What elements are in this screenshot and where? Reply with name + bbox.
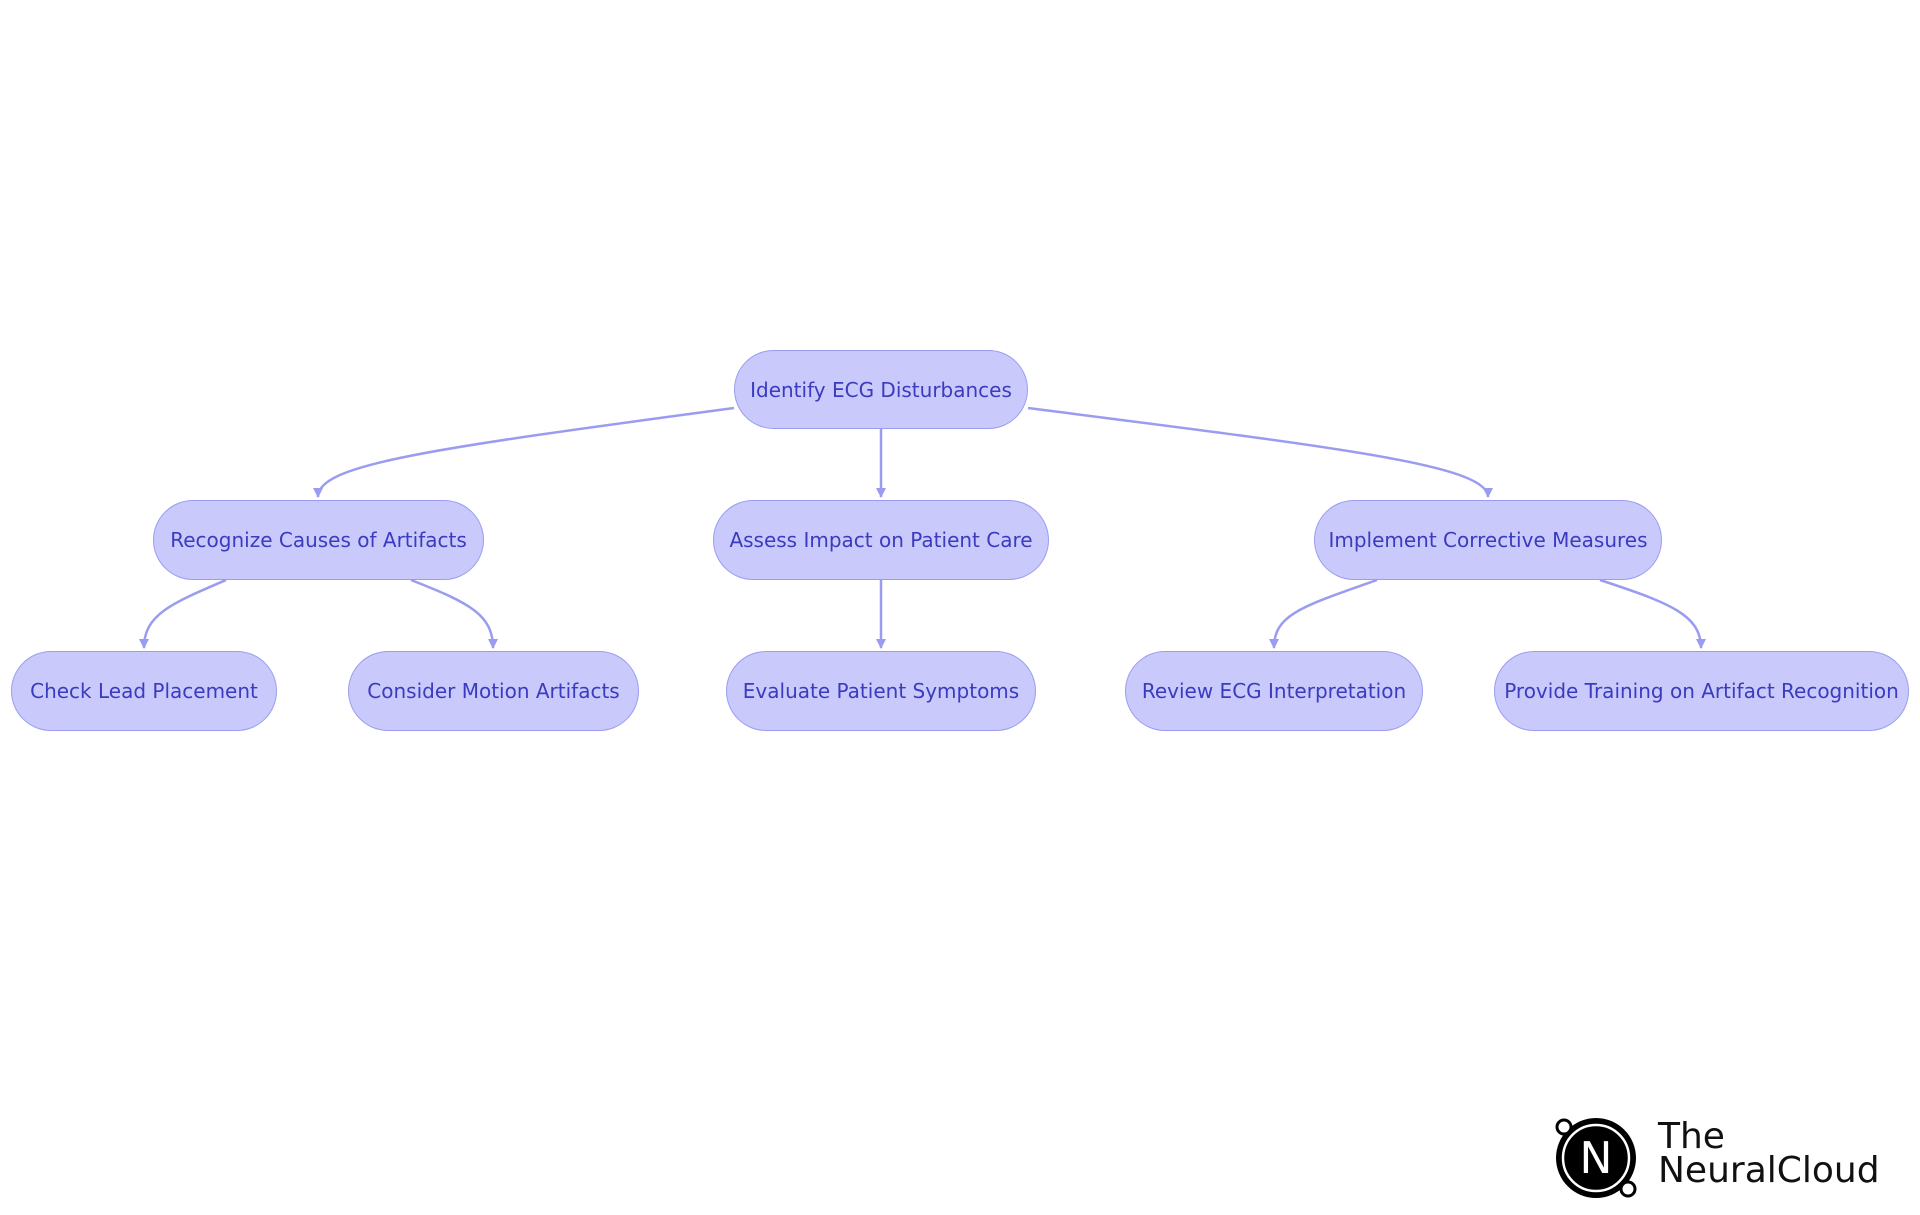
node-recognize-causes-of-artifacts: Recognize Causes of Artifacts — [153, 500, 484, 580]
logo-icon-letter: N — [1580, 1133, 1613, 1184]
node-assess-impact-on-patient-care: Assess Impact on Patient Care — [713, 500, 1049, 580]
edge-implement-measures-to-training — [1599, 578, 1706, 649]
edge-root-to-implement-measures — [1027, 406, 1493, 498]
neuralcloud-logo: N The NeuralCloud — [1550, 1113, 1890, 1203]
node-implement-corrective-measures: Implement Corrective Measures — [1314, 500, 1662, 580]
node-review-ecg-interpretation: Review ECG Interpretation — [1125, 651, 1423, 731]
logo-text-neuralcloud: NeuralCloud — [1658, 1150, 1880, 1191]
node-evaluate-patient-symptoms: Evaluate Patient Symptoms — [726, 651, 1036, 731]
neuralcloud-logo-icon: N — [1555, 1118, 1637, 1198]
edge-root-to-recognize-causes — [313, 406, 735, 498]
node-consider-motion-artifacts: Consider Motion Artifacts — [348, 651, 639, 731]
logo-text-the: The — [1658, 1116, 1725, 1157]
edge-implement-measures-to-review-ecg — [1269, 578, 1378, 649]
node-check-lead-placement: Check Lead Placement — [11, 651, 277, 731]
edge-recognize-causes-to-check-lead — [139, 578, 227, 649]
node-identify-ecg-disturbances: Identify ECG Disturbances — [734, 350, 1028, 429]
edge-recognize-causes-to-motion-artifacts — [410, 578, 498, 649]
node-provide-training-on-artifact-recognition: Provide Training on Artifact Recognition — [1494, 651, 1909, 731]
